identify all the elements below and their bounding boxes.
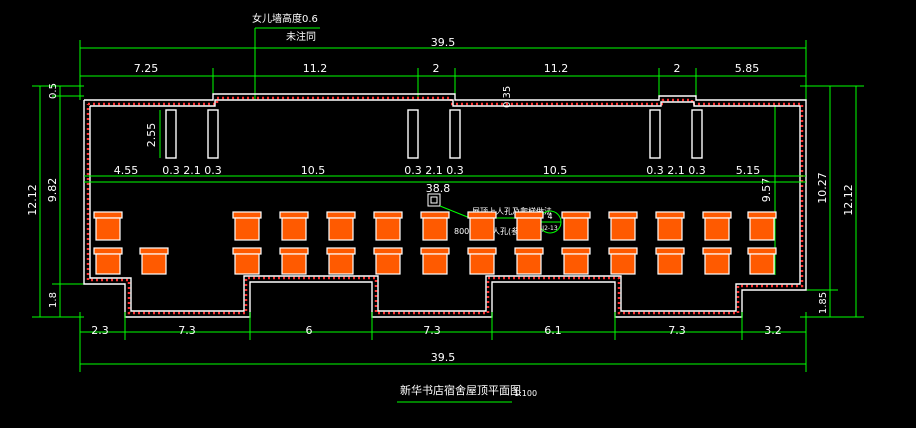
inner-seg-10: 0.3 bbox=[646, 164, 664, 177]
tank bbox=[139, 247, 169, 275]
roof-hatch-symbol bbox=[427, 193, 441, 207]
inner-seg-9: 10.5 bbox=[543, 164, 568, 177]
hatch-ref: 人孔(参 bbox=[492, 226, 519, 236]
left-dimensions: 12.12 9.82 0.5 1.8 2.55 bbox=[26, 83, 161, 318]
tank bbox=[279, 247, 309, 275]
bottom-dimensions: 2.3 7.3 6 7.3 6.1 7.3 3.2 39.5 bbox=[79, 312, 807, 372]
interior-dimensions: 4.55 0.3 2.1 0.3 10.5 0.3 2.1 0.3 10.5 0… bbox=[84, 164, 806, 183]
tank bbox=[467, 247, 497, 275]
notch-wall-left bbox=[165, 109, 177, 159]
tank bbox=[326, 211, 356, 241]
hatch-size: 800 bbox=[454, 227, 469, 236]
tank bbox=[279, 211, 309, 241]
tank bbox=[702, 247, 732, 275]
bottom-seg-4: 7.3 bbox=[423, 324, 441, 337]
bottom-seg-3: 6 bbox=[306, 324, 313, 337]
top-seg-3: 2 bbox=[433, 62, 440, 75]
inner-seg-1: 4.55 bbox=[114, 164, 139, 177]
inner-seg-5: 10.5 bbox=[301, 164, 326, 177]
detail-number: 4 bbox=[547, 212, 552, 221]
tank bbox=[514, 247, 544, 275]
top-seg-1: 7.25 bbox=[134, 62, 159, 75]
right-dimensions: 10.27 12.12 9.57 1.85 bbox=[760, 85, 864, 318]
tank bbox=[420, 247, 450, 275]
tank bbox=[373, 247, 403, 275]
right-bottom: 1.85 bbox=[818, 292, 829, 314]
tank bbox=[514, 211, 544, 241]
hatch-label: 屋顶上人孔及爬梯做法 bbox=[472, 206, 552, 216]
tank bbox=[561, 211, 591, 241]
parapet-note-2: 未注同 bbox=[286, 30, 316, 43]
inner-seg-2: 0.3 bbox=[162, 164, 180, 177]
right-mid: 9.57 bbox=[760, 178, 773, 203]
notch-wall-mid-2 bbox=[449, 109, 461, 159]
inner-seg-8: 0.3 bbox=[446, 164, 464, 177]
notch-wall-mid bbox=[407, 109, 419, 159]
tank bbox=[467, 211, 497, 241]
inner-seg-13: 5.15 bbox=[736, 164, 761, 177]
bottom-seg-7: 3.2 bbox=[764, 324, 782, 337]
inner-seg-11: 2.1 bbox=[667, 164, 685, 177]
bottom-seg-2: 7.3 bbox=[178, 324, 196, 337]
drawing-title: 新华书店宿舍屋顶平面图 1:100 bbox=[397, 383, 537, 403]
tank bbox=[420, 211, 450, 241]
inner-seg-4: 0.3 bbox=[204, 164, 222, 177]
tank bbox=[326, 247, 356, 275]
inner-seg-3: 2.1 bbox=[183, 164, 201, 177]
scale-text: 1:100 bbox=[514, 389, 537, 398]
tank-row-top bbox=[93, 211, 777, 241]
tank bbox=[608, 247, 638, 275]
bottom-seg-1: 2.3 bbox=[91, 324, 109, 337]
bottom-seg-6: 7.3 bbox=[668, 324, 686, 337]
tank bbox=[608, 211, 638, 241]
inner-seg-12: 0.3 bbox=[688, 164, 706, 177]
tank bbox=[702, 211, 732, 241]
bottom-seg-5: 6.1 bbox=[544, 324, 562, 337]
detail-sheet: J2-13 bbox=[541, 225, 558, 232]
left-inner: 9.82 bbox=[46, 178, 59, 203]
tank bbox=[93, 247, 123, 275]
parapet-note: 女儿墙高度0.6 bbox=[252, 12, 318, 25]
tank bbox=[655, 211, 685, 241]
notch-dim: 2.55 bbox=[145, 123, 158, 148]
left-outer: 12.12 bbox=[26, 184, 39, 216]
inner-seg-7: 2.1 bbox=[425, 164, 443, 177]
building-outline bbox=[83, 93, 807, 318]
top-seg-6: 5.85 bbox=[735, 62, 760, 75]
top-seg-5: 2 bbox=[674, 62, 681, 75]
left-top: 0.5 bbox=[48, 83, 59, 99]
inner-seg-6: 0.3 bbox=[404, 164, 422, 177]
right-inner: 10.27 bbox=[816, 172, 829, 204]
left-bottom: 1.8 bbox=[48, 292, 59, 308]
top-seg-4: 11.2 bbox=[544, 62, 569, 75]
tank bbox=[561, 247, 591, 275]
tank bbox=[747, 247, 777, 275]
top-dimensions: 39.5 7.25 11.2 2 11.2 2 5.85 女儿墙高度0.6 未注… bbox=[79, 12, 807, 108]
tank-row-bottom bbox=[93, 247, 777, 275]
title-text: 新华书店宿舍屋顶平面图 bbox=[400, 383, 521, 397]
overall-width-top: 39.5 bbox=[431, 36, 456, 49]
tank bbox=[655, 247, 685, 275]
tank bbox=[747, 211, 777, 241]
right-outer: 12.12 bbox=[842, 184, 855, 216]
notch-wall-right-2 bbox=[691, 109, 703, 159]
tank bbox=[93, 211, 123, 241]
top-small-dim: 0.35 bbox=[502, 86, 513, 108]
notch-wall-right bbox=[649, 109, 661, 159]
notch-wall-left-2 bbox=[207, 109, 219, 159]
center-mark: 38.8 bbox=[426, 182, 451, 195]
tank bbox=[232, 211, 262, 241]
tank bbox=[232, 247, 262, 275]
tank bbox=[373, 211, 403, 241]
top-seg-2: 11.2 bbox=[303, 62, 328, 75]
overall-width-bottom: 39.5 bbox=[431, 351, 456, 364]
